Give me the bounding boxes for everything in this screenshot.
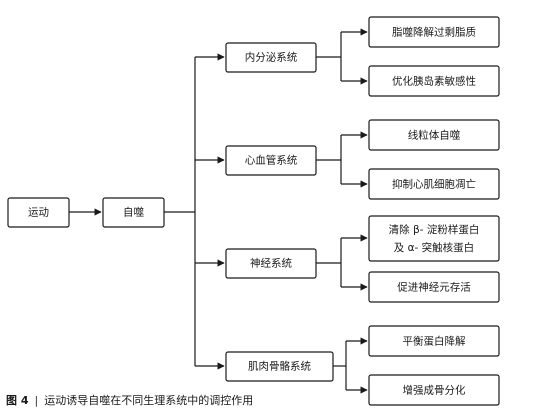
figure-label: 图 4 xyxy=(6,394,29,407)
node-bone-label: 增强成骨分化 xyxy=(403,384,466,397)
node-exercise-label: 运动 xyxy=(28,207,49,219)
node-mitophagy-label: 线粒体自噬 xyxy=(408,129,461,142)
node-neuron: 促进神经元存活 xyxy=(368,271,500,303)
node-musculoskeletal: 肌肉骨骼系统 xyxy=(225,351,334,382)
node-cardio-label: 心血管系统 xyxy=(245,154,298,167)
node-fat-lipolysis: 脂噬降解过剩脂质 xyxy=(368,16,500,48)
node-exercise: 运动 xyxy=(7,197,70,228)
node-clearance: 清除 β- 淀粉样蛋白 及 α- 突触核蛋白 xyxy=(368,215,500,262)
figure-caption: 图 4 | 运动诱导自噬在不同生理系统中的调控作用 xyxy=(6,392,253,408)
node-cardiomyocyte-label: 抑制心肌细胞凋亡 xyxy=(392,178,476,191)
node-insulin-label: 优化胰岛素敏感性 xyxy=(392,75,476,88)
node-clearance-label-line1: 清除 β- 淀粉样蛋白 xyxy=(389,223,480,236)
node-musculoskeletal-label: 肌肉骨骼系统 xyxy=(248,360,311,373)
node-fat-lipolysis-label: 脂噬降解过剩脂质 xyxy=(392,26,476,39)
node-autophagy-label: 自噬 xyxy=(123,206,144,219)
node-bone: 增强成骨分化 xyxy=(368,374,500,406)
node-nervous: 神经系统 xyxy=(225,248,317,279)
node-cardio: 心血管系统 xyxy=(225,145,317,176)
node-clearance-label-line2: 及 α- 突触核蛋白 xyxy=(394,241,474,254)
edges xyxy=(69,28,368,394)
node-cardiomyocyte: 抑制心肌细胞凋亡 xyxy=(368,168,500,200)
caption-text: 运动诱导自噬在不同生理系统中的调控作用 xyxy=(44,394,254,407)
node-endocrine: 内分泌系统 xyxy=(225,42,317,73)
node-endocrine-label: 内分泌系统 xyxy=(245,51,298,64)
node-mitophagy: 线粒体自噬 xyxy=(368,119,500,151)
caption-separator: | xyxy=(34,394,39,407)
node-neuron-label: 促进神经元存活 xyxy=(397,281,471,294)
node-nervous-label: 神经系统 xyxy=(250,257,292,270)
node-protein-balance: 平衡蛋白降解 xyxy=(368,325,500,357)
node-insulin: 优化胰岛素敏感性 xyxy=(368,65,500,97)
node-autophagy: 自噬 xyxy=(102,197,165,228)
node-protein-balance-label: 平衡蛋白降解 xyxy=(403,335,466,348)
